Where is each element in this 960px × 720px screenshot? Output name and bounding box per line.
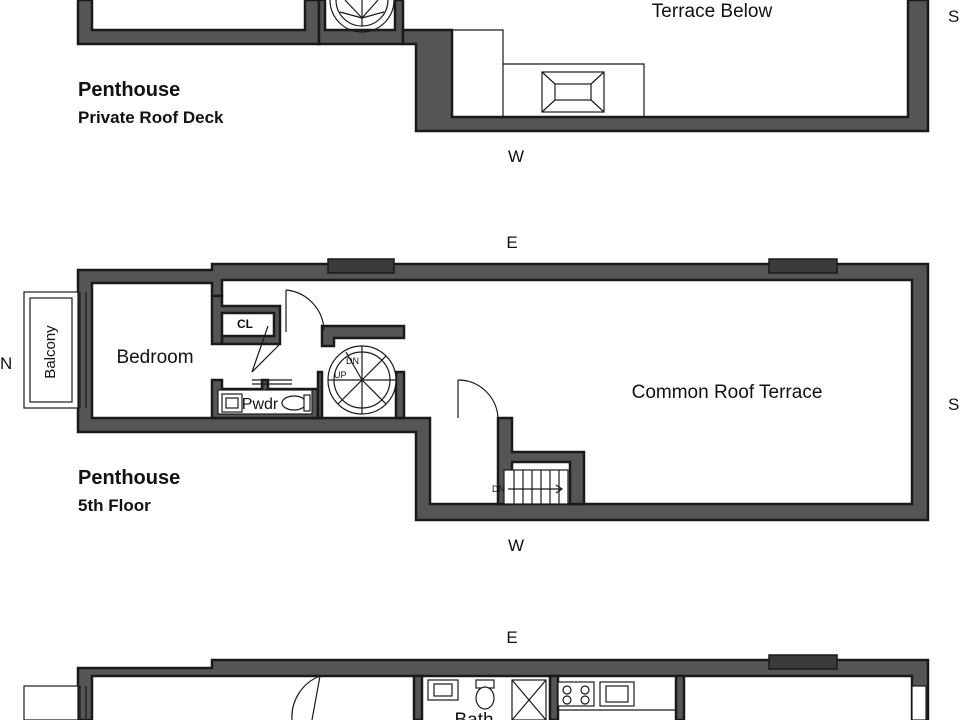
lower-balcony: [23, 685, 87, 720]
roof-deck-terrace-wall: [401, 0, 930, 133]
roof-deck-subtitle: Private Roof Deck: [78, 108, 224, 127]
roof-deck-stair-housing: [452, 29, 645, 117]
window-top-left: [327, 258, 395, 274]
terrace-door: [457, 379, 499, 419]
powder-label: Pwdr: [242, 396, 279, 413]
stair-lower-wall: [316, 370, 406, 420]
spiral-stair-up-label: UP: [334, 370, 347, 380]
straight-stair-icon: DN: [492, 469, 569, 505]
sink-icon: [221, 393, 243, 413]
powder-door: [252, 379, 292, 385]
roof-deck-left-wall: [76, 0, 321, 46]
stove-icon: [557, 681, 595, 707]
lower-sink-icon: [427, 679, 459, 701]
skylight-icon: [541, 71, 605, 113]
lower-floor-east-label: E: [506, 628, 517, 647]
closet-label: CL: [237, 317, 253, 331]
roof-deck-stair-box: [317, 0, 405, 46]
fifth-floor-west-label: W: [508, 536, 524, 555]
roof-deck-west-label: W: [508, 147, 524, 166]
fifth-floor-title: Penthouse: [78, 467, 180, 489]
roof-deck-title: Penthouse: [78, 79, 180, 101]
fifth-floor-east-label: E: [506, 233, 517, 252]
shower-icon: [511, 679, 547, 720]
lower-bath-label: Bath: [454, 710, 493, 720]
kitchen-sink-icon: [599, 681, 635, 707]
lower-bath-walls: [412, 674, 686, 720]
spiral-stair-icon: DN UP: [327, 345, 397, 415]
roof-deck-plan: Terrace Below S W Penthouse Private Roof…: [76, 0, 959, 166]
toilet-icon: [281, 394, 311, 412]
common-roof-terrace-label: Common Roof Terrace: [632, 382, 823, 403]
fifth-floor-subtitle: 5th Floor: [78, 496, 151, 515]
lower-toilet-icon: [475, 679, 495, 710]
fifth-floor-north-label: N: [0, 354, 12, 373]
balcony-label: Balcony: [42, 325, 59, 379]
closet-door: [285, 289, 325, 332]
closet-wall: [210, 294, 282, 346]
roof-deck-south-label: S: [948, 7, 959, 26]
spiral-stair-wall: [320, 324, 406, 348]
terrace-below-label: Terrace Below: [652, 1, 773, 22]
lower-door: [291, 675, 321, 720]
fifth-floor-south-label: S: [948, 395, 959, 414]
bedroom-label: Bedroom: [116, 347, 193, 368]
lower-window-right: [768, 654, 838, 670]
spiral-stair-down-label: DN: [346, 356, 359, 366]
roof-deck-spiral-stair-icon: [329, 0, 395, 33]
balcony: Balcony: [23, 291, 87, 409]
window-top-right: [768, 258, 838, 274]
lower-floor-outer-wall: [76, 658, 930, 720]
lower-right-window: [911, 685, 927, 720]
lower-floor-plan: E: [23, 628, 930, 720]
straight-stair-down-label: DN: [492, 484, 505, 494]
fifth-floor-plan: E N S W Balcony: [0, 233, 959, 555]
bedroom-door: [251, 325, 281, 373]
